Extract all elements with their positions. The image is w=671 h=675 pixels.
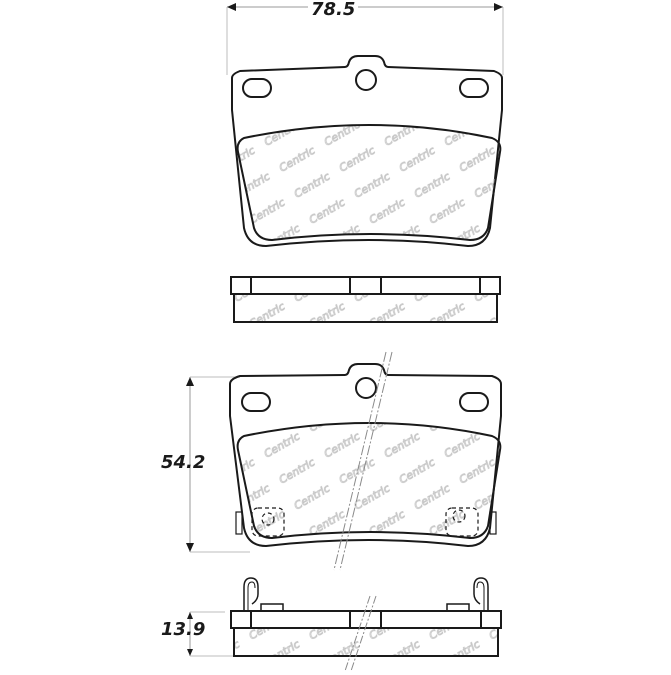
thickness-dimension-label: 13.9 xyxy=(161,619,206,640)
thickness-dimension xyxy=(187,611,233,657)
backing-plate-view-bottom xyxy=(229,351,502,571)
edge-view-top xyxy=(230,276,501,323)
edge-view-bottom xyxy=(230,577,502,672)
width-dimension xyxy=(226,3,504,75)
width-dimension-label: 78.5 xyxy=(308,0,359,20)
backing-plate-view-top xyxy=(231,55,503,248)
height-dimension xyxy=(186,376,250,553)
height-dimension-label: 54.2 xyxy=(161,452,206,473)
